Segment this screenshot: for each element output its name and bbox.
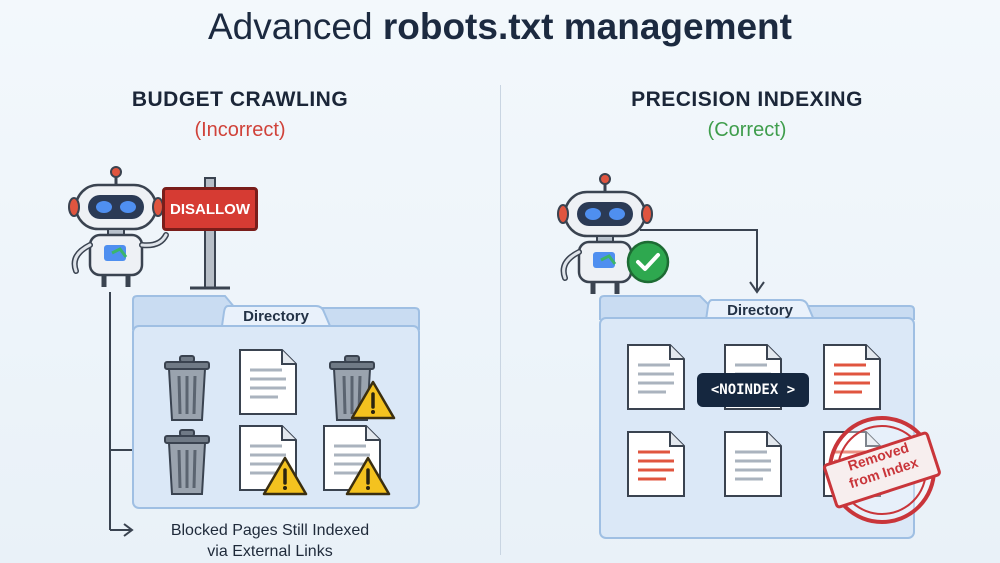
left-heading: BUDGET CRAWLING (131, 88, 349, 111)
document-icon (238, 348, 298, 416)
check-badge-icon (626, 240, 670, 284)
robot-icon (69, 167, 169, 287)
trash-icon (163, 428, 211, 496)
document-icon (626, 343, 686, 411)
arrow-icon (640, 229, 765, 294)
page-title: Advanced robots.txt management (0, 6, 1000, 48)
left-caption: Blocked Pages Still Indexed via External… (140, 520, 400, 562)
caption-line-1: Blocked Pages Still Indexed (170, 522, 370, 539)
title-bold: robots.txt management (382, 6, 792, 47)
right-heading: PRECISION INDEXING (631, 88, 863, 111)
document-icon (626, 430, 686, 498)
noindex-tag: <NOINDEX > (697, 373, 809, 407)
trash-icon (163, 354, 211, 422)
signpost-icon (190, 177, 230, 290)
right-status: (Correct) (707, 119, 787, 141)
title-light: Advanced (208, 6, 383, 47)
stamp-icon (823, 416, 941, 524)
document-icon (822, 343, 882, 411)
caption-line-2: via External Links (207, 543, 333, 560)
left-status: (Incorrect) (194, 119, 286, 141)
panel-divider (500, 85, 501, 555)
right-folder-label: Directory (727, 302, 793, 319)
document-icon (723, 430, 783, 498)
disallow-sign: DISALLOW (162, 187, 258, 231)
left-folder-label: Directory (243, 308, 309, 325)
